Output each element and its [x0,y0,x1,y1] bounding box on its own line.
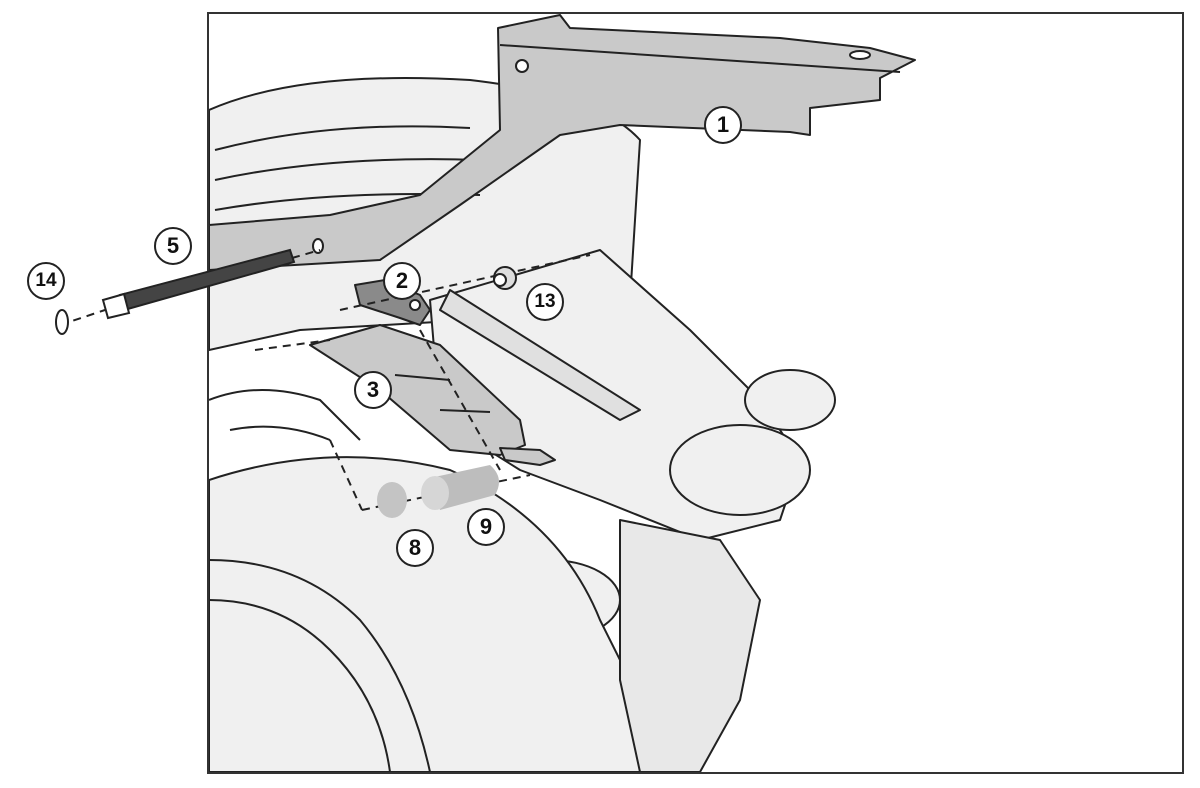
diagram-frame [207,12,1184,774]
callout-14: 14 [27,262,65,300]
tail-lamp [669,424,811,516]
cap-part [55,309,69,335]
callout-2: 2 [383,262,421,300]
spacer-part [421,465,499,510]
callout-9: 9 [467,508,505,546]
callout-1: 1 [704,106,742,144]
callout-3: 3 [354,371,392,409]
license-holder [619,519,761,772]
turn-signal-right [744,369,836,431]
nut-part [493,266,517,290]
plate-bracket [309,324,526,456]
washer-part [377,482,407,518]
callout-13: 13 [526,283,564,321]
long-bolt [101,248,296,320]
callout-5: 5 [154,227,192,265]
callout-8: 8 [396,529,434,567]
rack-arm [209,14,916,271]
